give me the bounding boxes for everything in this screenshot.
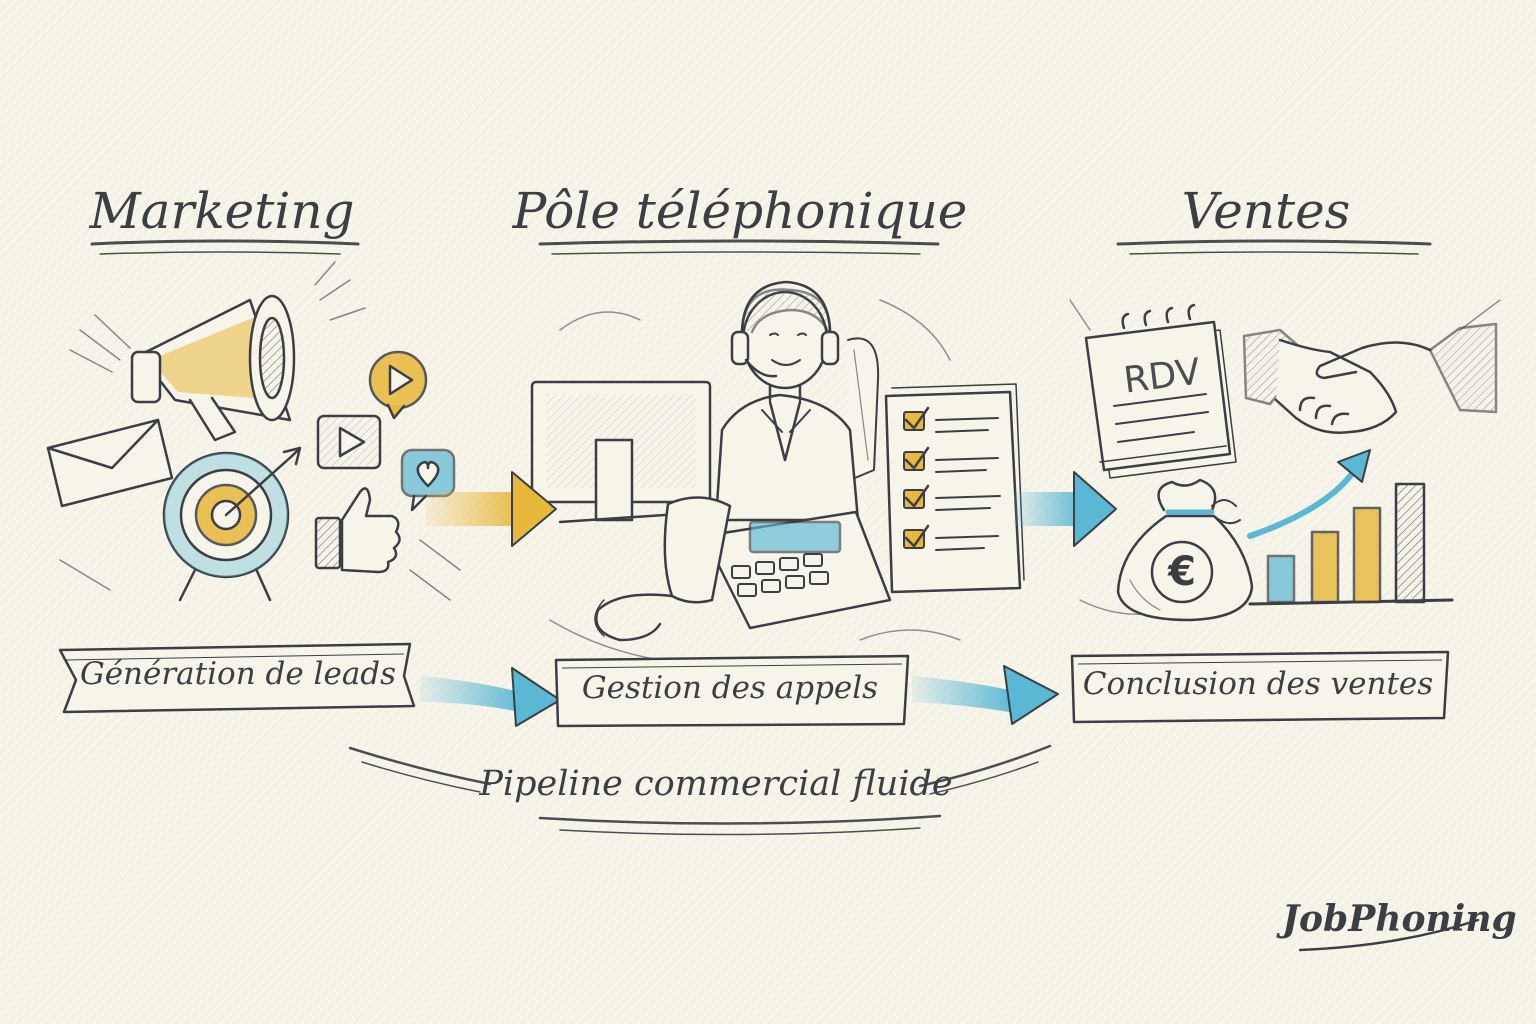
- flow-arrows: [420, 471, 1117, 727]
- handshake-icon: [1242, 322, 1498, 434]
- megaphone-icon: [130, 294, 296, 442]
- call-center-illustration: [530, 280, 1025, 661]
- arrow-calls-to-sales: [1014, 471, 1117, 547]
- brand-logo-text: JobPhoning: [1282, 898, 1517, 940]
- desk-phone-icon: [594, 496, 892, 642]
- video-play-icon: [316, 414, 382, 470]
- label-lead-generation: Génération de leads: [79, 656, 397, 692]
- title-underlines: [90, 239, 1432, 255]
- stage-title-marketing: Marketing: [89, 182, 355, 240]
- arrow-leads-to-calls: [420, 667, 561, 727]
- marketing-illustration: [46, 261, 461, 602]
- euro-symbol: €: [1168, 549, 1196, 595]
- label-banners: [58, 642, 1450, 728]
- computer-monitor-icon: [530, 380, 712, 524]
- thumbs-up-icon: [314, 487, 401, 574]
- checklist-icon: [884, 383, 1025, 594]
- pipeline-tagline: Pipeline commercial fluide: [479, 764, 953, 804]
- stage-title-call-center: Pôle téléphonique: [512, 182, 968, 240]
- label-sales-closing: Conclusion des ventes: [1082, 666, 1434, 702]
- money-bag-icon: [1116, 478, 1254, 622]
- growth-bar-chart-icon: [1247, 449, 1454, 606]
- calendar-icon: [1084, 303, 1237, 479]
- tagline-swooshes: [348, 744, 1052, 836]
- label-call-handling: Gestion des appels: [581, 670, 879, 706]
- email-icon: [46, 418, 174, 508]
- brand-swoosh: [1298, 918, 1480, 952]
- arrow-calls-to-closing: [912, 665, 1059, 725]
- sales-illustration: [1069, 299, 1501, 622]
- arrow-marketing-to-calls: [426, 471, 557, 547]
- operator-with-headset: [714, 280, 860, 522]
- play-bubble-icon: [368, 350, 428, 420]
- target-icon: [162, 446, 302, 602]
- heart-bubble-icon: [400, 448, 456, 512]
- stage-title-sales: Ventes: [1181, 182, 1351, 240]
